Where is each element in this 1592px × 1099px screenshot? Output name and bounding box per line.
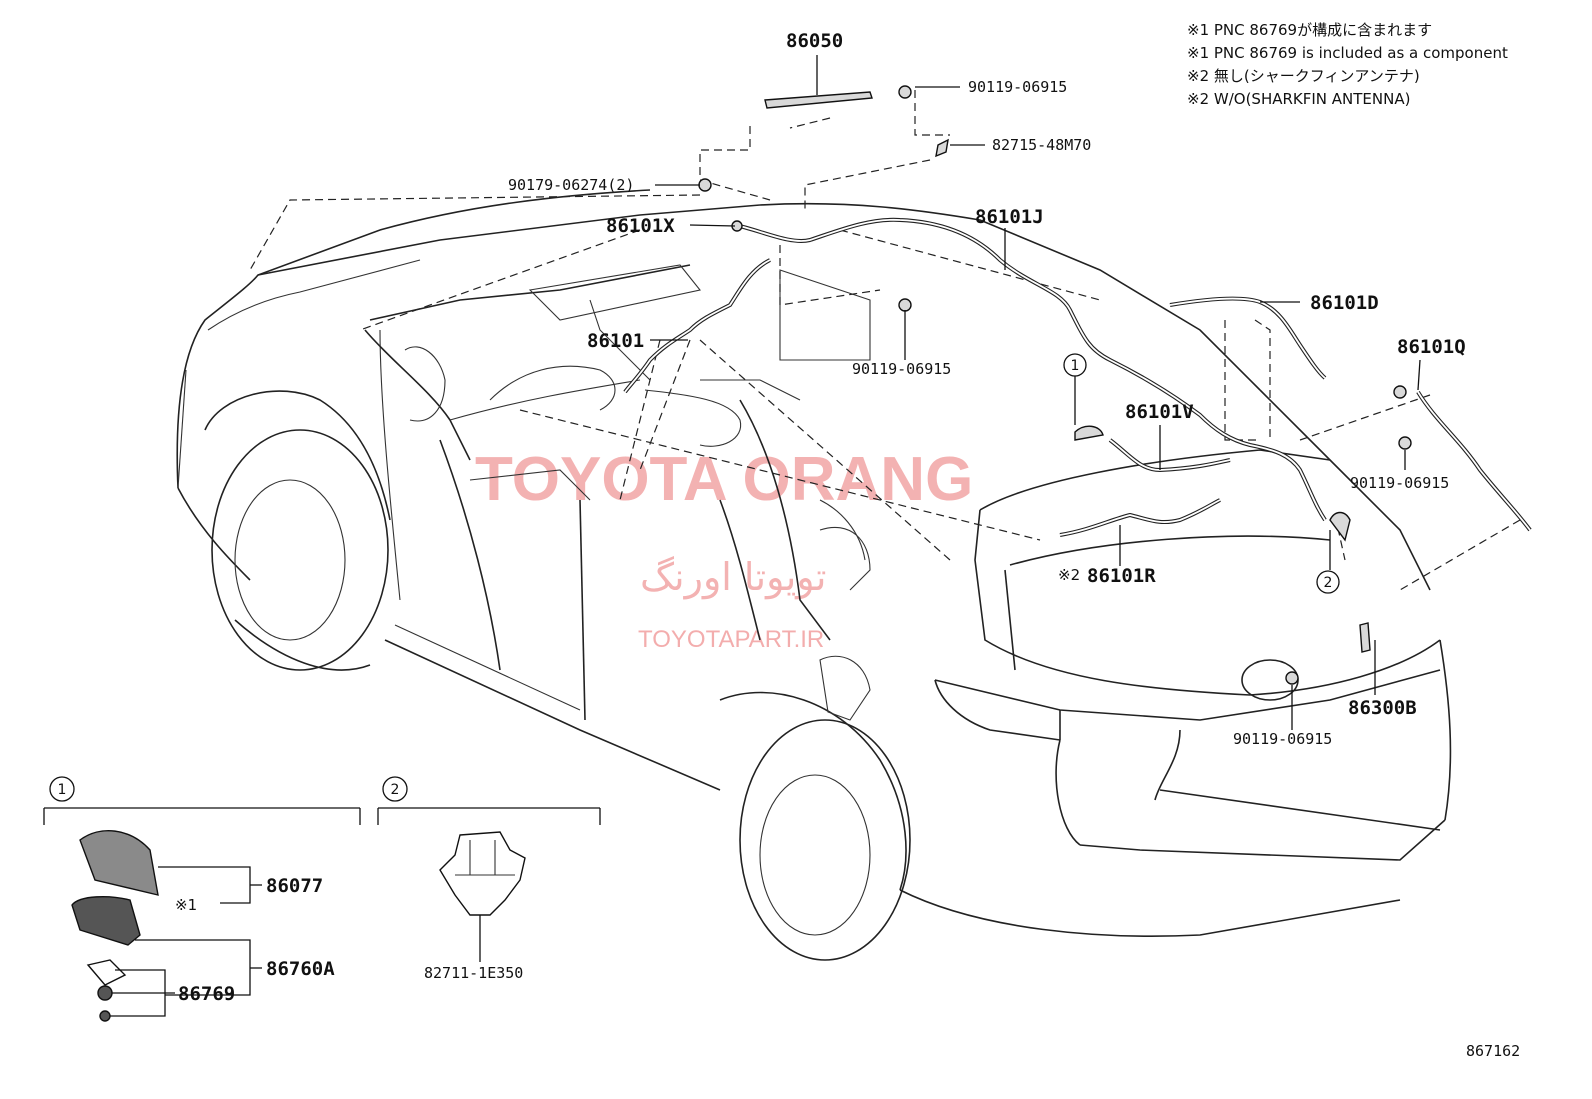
label-90119-right: 90119-06915 xyxy=(1350,474,1449,492)
note-2-en: ※2 W/O(SHARKFIN ANTENNA) xyxy=(1187,90,1410,108)
vehicle-outline xyxy=(176,189,1452,961)
label-86769: 86769 xyxy=(178,983,235,1005)
callout-1-box: 1 xyxy=(49,776,75,802)
detail-box-1 xyxy=(43,807,361,1022)
label-86101: 86101 xyxy=(587,330,644,352)
antenna-wires xyxy=(623,217,1532,537)
callout-2-car: 2 xyxy=(1316,570,1340,594)
callout-2-box: 2 xyxy=(382,776,408,802)
label-86101D: 86101D xyxy=(1310,292,1379,314)
note-2-ja: ※2 無し(シャークフィンアンテナ) xyxy=(1187,67,1420,85)
watermark-title: TOYOTA ORANG xyxy=(475,445,973,514)
callout-1-car: 1 xyxy=(1063,353,1087,377)
label-90119-rear: 90119-06915 xyxy=(1233,730,1332,748)
label-82715: 82715-48M70 xyxy=(992,136,1091,154)
label-90179: 90179-06274(2) xyxy=(508,176,634,194)
svg-text:2: 2 xyxy=(1324,575,1333,591)
diagram-id: 867162 xyxy=(1466,1042,1520,1060)
label-86077-mark: ※1 xyxy=(175,896,197,914)
mounted-parts xyxy=(698,85,1412,685)
leader-lines xyxy=(650,55,1421,730)
label-86077: 86077 xyxy=(266,875,323,897)
label-86101Q: 86101Q xyxy=(1397,336,1466,358)
detail-box-2 xyxy=(377,807,601,962)
watermark-url: TOYOTAPART.IR xyxy=(638,626,824,653)
label-86101R: 86101R xyxy=(1087,565,1156,587)
watermark-persian: تویوتا اورنگ xyxy=(640,555,827,600)
label-90119-mid: 90119-06915 xyxy=(852,360,951,378)
svg-text:1: 1 xyxy=(1071,358,1080,374)
note-1-en: ※1 PNC 86769 is included as a component xyxy=(1187,44,1508,62)
svg-text:1: 1 xyxy=(58,782,67,798)
label-86101R-mark: ※2 xyxy=(1058,566,1080,584)
label-86101J: 86101J xyxy=(975,206,1044,228)
guide-lines xyxy=(249,90,1521,591)
label-82711: 82711-1E350 xyxy=(424,964,523,982)
label-86300B: 86300B xyxy=(1348,697,1417,719)
label-86101X: 86101X xyxy=(606,215,675,237)
svg-text:2: 2 xyxy=(391,782,400,798)
label-86050: 86050 xyxy=(786,30,843,52)
label-86760A: 86760A xyxy=(266,958,335,980)
note-1-ja: ※1 PNC 86769が構成に含まれます xyxy=(1187,21,1432,39)
label-86101V: 86101V xyxy=(1125,401,1194,423)
label-90119-top: 90119-06915 xyxy=(968,78,1067,96)
